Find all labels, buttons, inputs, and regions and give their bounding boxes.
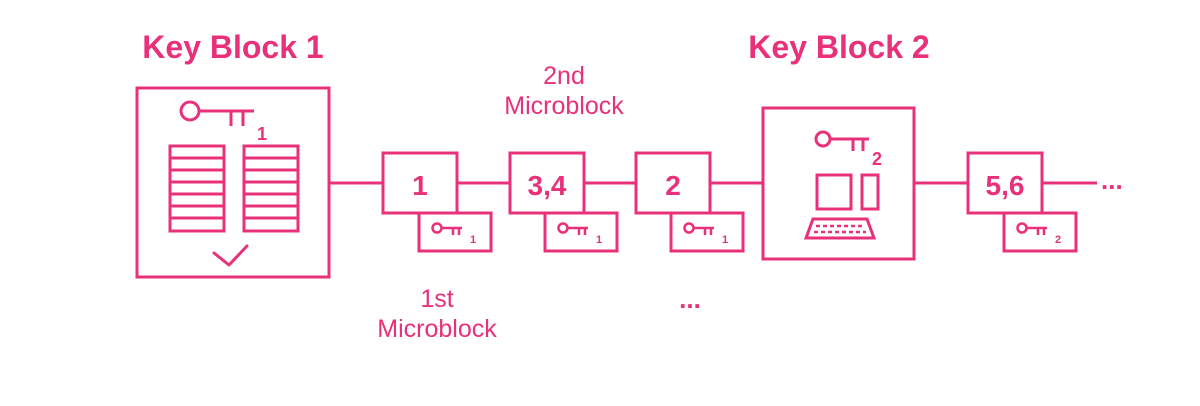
annotation-second-microblock-line-1: 2nd (543, 62, 585, 90)
key-icon (683, 222, 714, 235)
key-subscript: 1 (596, 234, 602, 246)
check-icon (212, 244, 249, 267)
annotation-second-microblock-line-2: Microblock (504, 92, 624, 120)
key-subscript: 1 (257, 124, 267, 144)
key-icon (814, 130, 869, 151)
server-rack-icon (168, 144, 226, 233)
key-subscript: 1 (470, 234, 476, 246)
microblock-label: 2 (665, 170, 681, 201)
key-block-2-box (761, 106, 916, 261)
chain-continuation-ellipsis: ... (1101, 165, 1123, 195)
key-subscript: 1 (722, 234, 728, 246)
key-subscript: 2 (872, 149, 882, 169)
key-block-2-title: Key Block 2 (748, 29, 929, 65)
key-subscript: 2 (1055, 234, 1061, 246)
server-rack-icon (242, 144, 300, 233)
microblock-label: 1 (412, 170, 428, 201)
annotation-first-microblock-line-2: Microblock (377, 315, 497, 343)
microblock-label: 3,4 (528, 170, 567, 201)
computer-icon (803, 173, 880, 240)
microblock-key-tag (669, 211, 745, 253)
key-block-1-box (135, 86, 331, 279)
annotation-first-microblock-line-1: 1st (420, 285, 453, 313)
microblock-key-tag (417, 211, 493, 253)
key-icon (431, 222, 462, 235)
microblock-label: 5,6 (986, 170, 1025, 201)
microblock-key-tag (1002, 211, 1078, 253)
key-icon (179, 100, 254, 126)
microblock-key-tag (543, 211, 619, 253)
annotation-ellipsis-below: ... (679, 284, 701, 314)
key-icon (1016, 222, 1047, 235)
key-block-1-title: Key Block 1 (142, 29, 323, 65)
key-icon (557, 222, 588, 235)
